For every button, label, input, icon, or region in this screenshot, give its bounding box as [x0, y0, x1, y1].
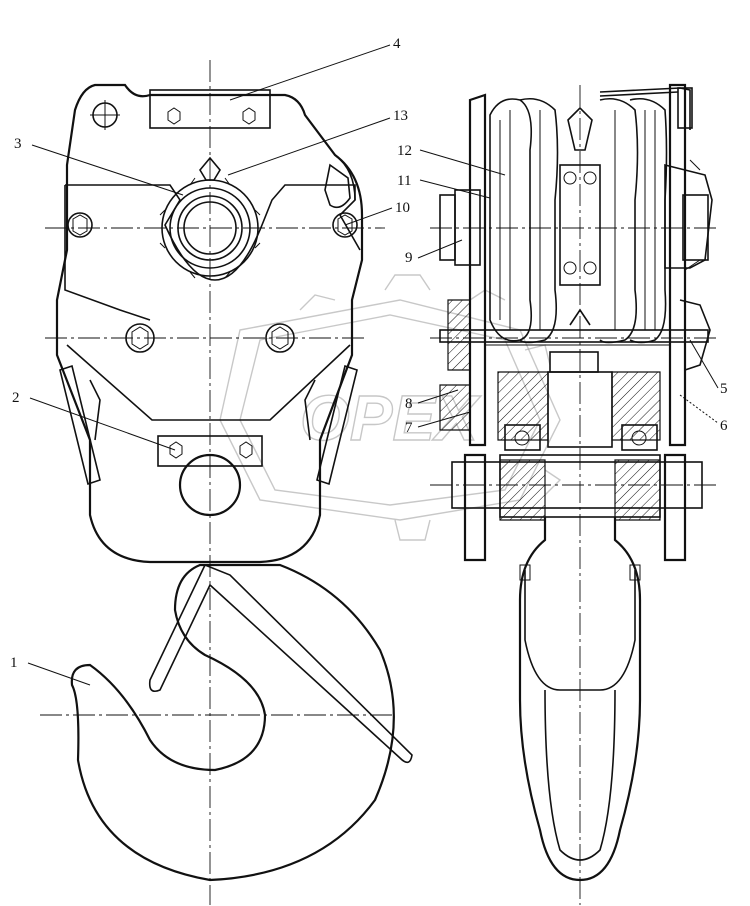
side-section-view: [430, 83, 720, 905]
side-plate-outline: [55, 83, 364, 564]
right-guard-bar: [316, 364, 358, 486]
label-2: 2: [12, 390, 20, 406]
lubricator: [199, 156, 221, 181]
left-guard-bar: [59, 364, 101, 486]
label-5: 5: [720, 381, 728, 397]
nut-left: [67, 212, 93, 238]
hook: [70, 563, 395, 882]
label-13: 13: [393, 108, 408, 124]
callouts: 4 13 3 10 2 1 12 11 9 8 7 5 6: [10, 36, 728, 686]
label-6: 6: [720, 418, 728, 434]
label-4: 4: [393, 36, 401, 52]
front-view: [40, 60, 413, 905]
nut-right: [332, 212, 358, 238]
sheaves: [489, 97, 668, 344]
label-8: 8: [405, 396, 413, 412]
label-7: 7: [405, 420, 413, 436]
label-11: 11: [397, 173, 411, 189]
label-12: 12: [397, 143, 412, 159]
label-10: 10: [395, 200, 410, 216]
hook-latch: [148, 563, 413, 764]
label-1: 1: [10, 655, 18, 671]
label-3: 3: [14, 136, 22, 152]
label-9: 9: [405, 250, 413, 266]
